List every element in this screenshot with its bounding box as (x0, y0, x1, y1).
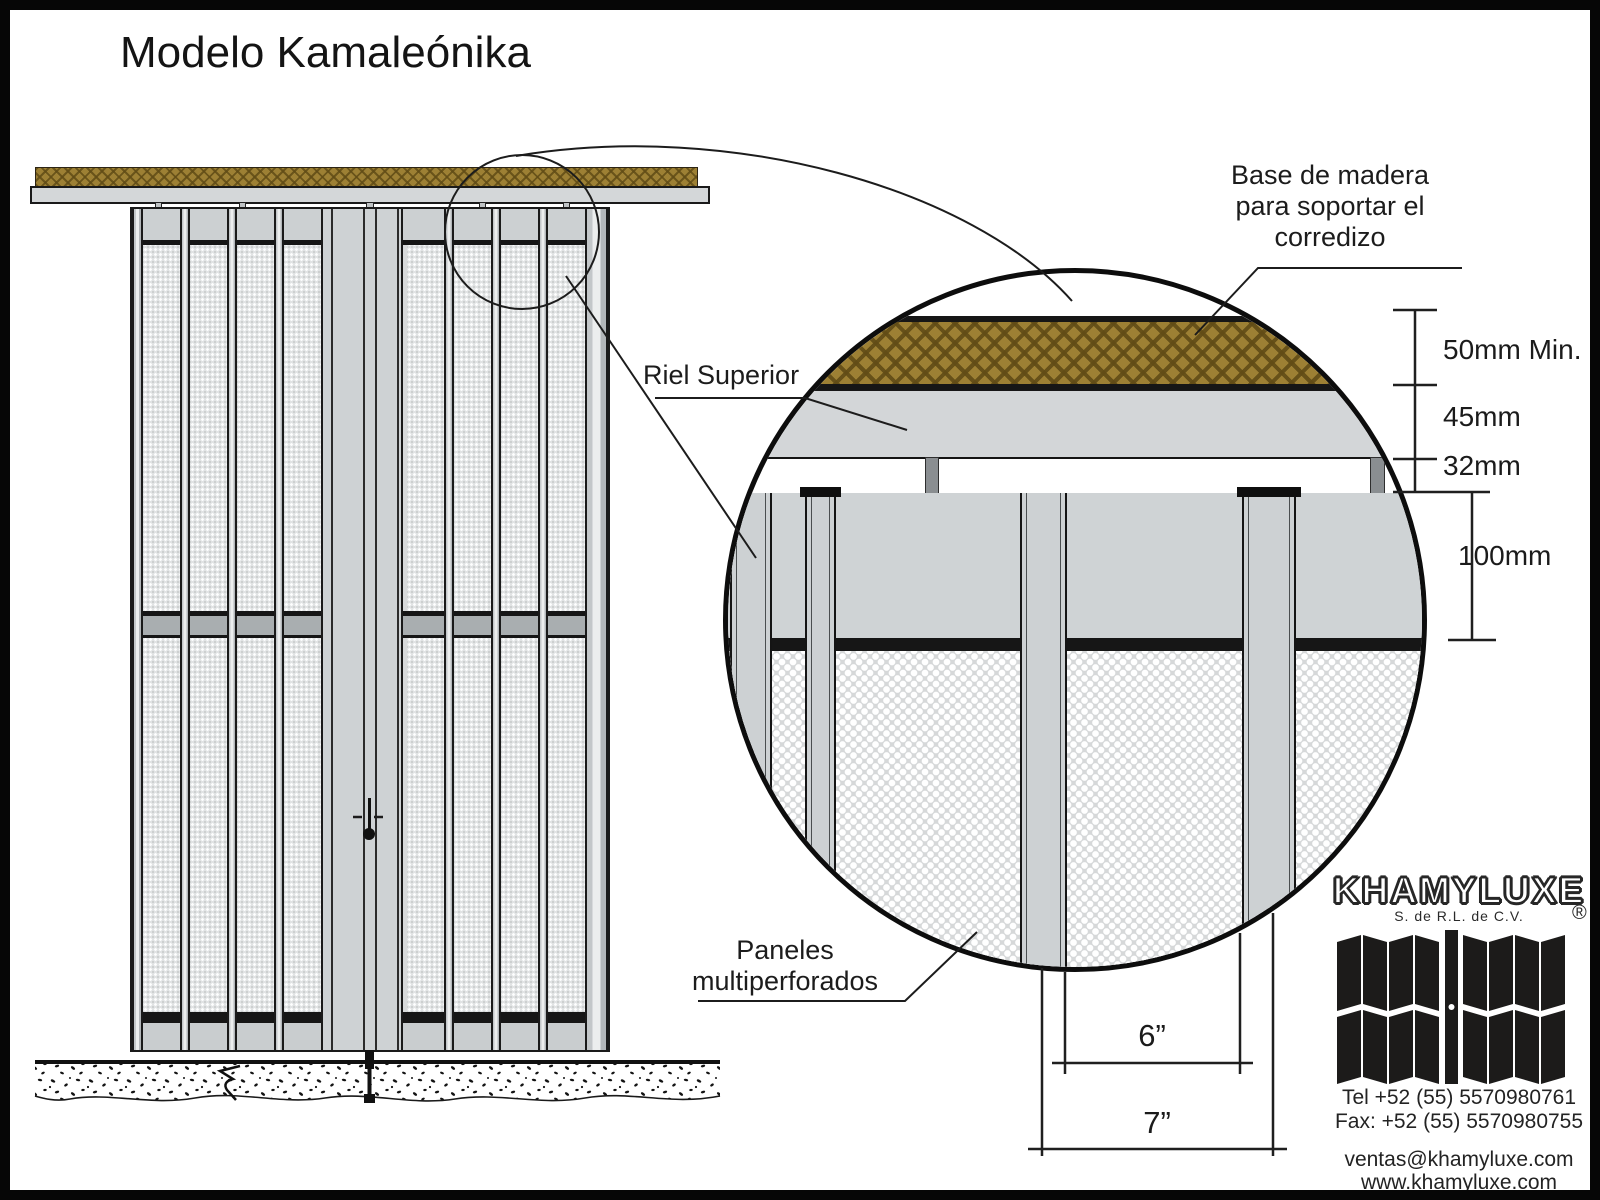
brand-web: www.khamyluxe.com (1360, 1171, 1558, 1194)
detail-top-rail (728, 391, 1422, 459)
door-stile (491, 209, 501, 1050)
dim-7in: 7” (1143, 1105, 1171, 1140)
magnified-detail-view (723, 268, 1427, 972)
detail-stile (1020, 493, 1067, 967)
detail-stile (730, 493, 772, 967)
door-stile (538, 209, 548, 1050)
detail-stile (805, 493, 836, 967)
door-stile (227, 209, 237, 1050)
brand-wordmark: KHAMYLUXE (1332, 869, 1586, 912)
label-paneles-multiperforados: Paneles multiperforados (691, 935, 879, 996)
brand-fax: Fax: +52 (55) 5570980755 (1334, 1110, 1584, 1133)
detail-stile-cap (800, 487, 841, 497)
dim-45mm: 45mm (1443, 401, 1521, 432)
detail-wood-base (728, 322, 1422, 384)
door-stile (180, 209, 190, 1050)
label-base-de-madera: Base de madera para soportar el corrediz… (1230, 160, 1430, 252)
detail-panel-head (728, 493, 1422, 638)
door-stile (444, 209, 454, 1050)
brand-tel: Tel +52 (55) 5570980761 (1341, 1086, 1577, 1109)
khamyluxe-folding-door-logo (1337, 930, 1565, 1084)
detail-stile-cap (1237, 487, 1301, 497)
registered-trademark-icon: ® (1572, 902, 1587, 924)
dim-6in: 6” (1138, 1018, 1166, 1053)
page-title: Modelo Kamaleónika (120, 28, 531, 77)
floor-section (34, 1050, 721, 1103)
detail-ceiling-line (728, 316, 1422, 322)
door-stile (585, 209, 608, 1050)
wood-base-beam (35, 167, 698, 187)
brand-email: ventas@khamyluxe.com (1344, 1148, 1574, 1171)
folding-door-elevation (130, 207, 610, 1052)
brand-legal: S. de R.L. de C.V. (1394, 908, 1524, 924)
door-stile (132, 209, 143, 1050)
brand-block: KHAMYLUXE S. de R.L. de C.V. (1328, 869, 1590, 924)
dim-100mm: 100mm (1458, 540, 1552, 571)
detail-stile (1242, 493, 1296, 967)
detail-wood-bottom-line (728, 384, 1422, 391)
dim-50mm: 50mm Min. (1443, 334, 1582, 365)
center-astragal (321, 209, 403, 1050)
dim-32mm: 32mm (1443, 450, 1521, 481)
detail-hanger-pin (1370, 457, 1385, 494)
flush-pull-knob (363, 828, 375, 840)
detail-perforated-panel (728, 651, 1422, 967)
label-riel-superior: Riel Superior (643, 360, 800, 390)
door-stile (274, 209, 284, 1050)
detail-hanger-pin (925, 457, 939, 494)
